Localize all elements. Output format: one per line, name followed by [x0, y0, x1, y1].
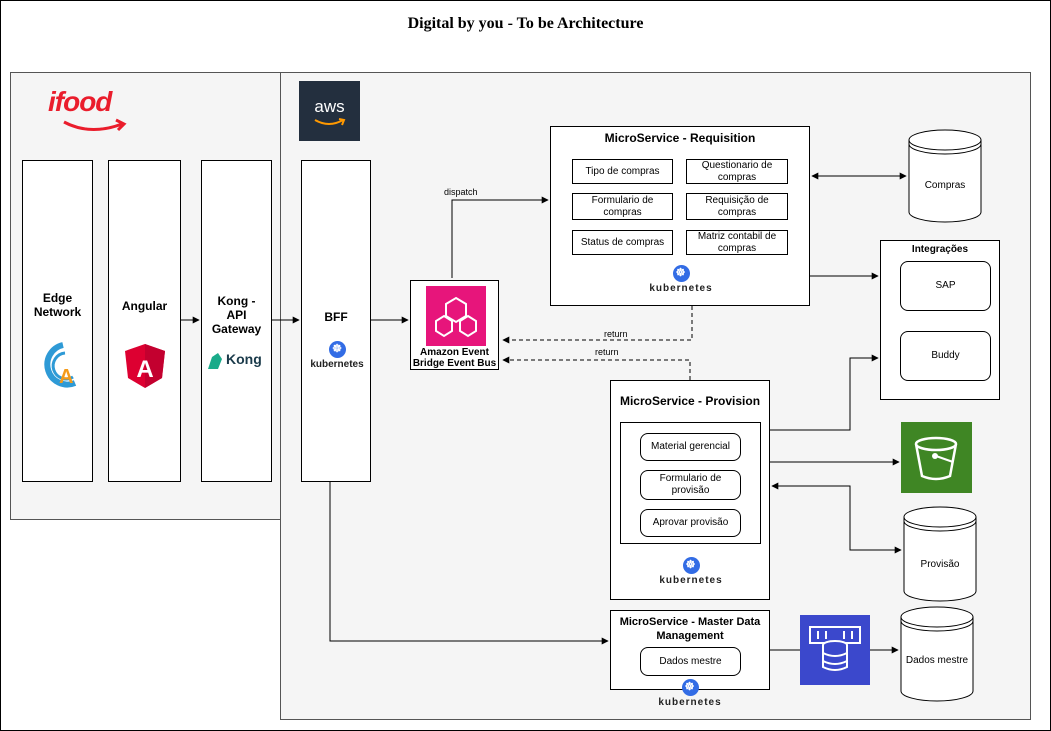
mdm-service: MicroService - Master Data Management Da… [610, 610, 770, 690]
provision-return-edge [502, 356, 691, 380]
requisition-kubernetes-badge: ☸ kubernetes [649, 265, 713, 294]
requisition-item: Requisição de compras [686, 193, 788, 220]
requisition-return-edge [502, 306, 693, 344]
integration-buddy: Buddy [900, 331, 991, 381]
provision-group: Material gerencial Formulario de provisã… [620, 422, 761, 544]
svg-text:A: A [59, 366, 73, 388]
kubernetes-icon: ☸ [681, 679, 699, 696]
requisition-item: Questionario de compras [686, 159, 788, 184]
mdm-item: Dados mestre [640, 647, 741, 676]
s3-bucket-icon [901, 422, 972, 493]
ifood-swoosh-icon [63, 118, 127, 132]
svg-text:A: A [136, 356, 153, 383]
mdm-kubernetes-badge: ☸ kubernetes [658, 679, 722, 708]
aws-smile-icon [314, 118, 346, 126]
eventbridge-icon [426, 286, 486, 346]
dispatch-label: dispatch [444, 187, 478, 197]
requisition-item: Status de compras [572, 230, 673, 255]
integration-sap: SAP [900, 261, 991, 311]
return-label-provision: return [595, 347, 619, 357]
kong-wordmark: Kong [226, 351, 262, 367]
dispatch-edge [451, 196, 549, 278]
ifood-logo: ifood [48, 86, 112, 117]
event-bus-label: Amazon Event Bridge Event Bus [412, 347, 497, 369]
bff-column: BFF ☸ kubernetes [301, 160, 371, 482]
kong-gateway-column: Kong - API Gateway Kong [201, 160, 272, 482]
angular-column: Angular A [108, 160, 181, 482]
provisao-database-label: Provisão [920, 559, 960, 570]
provision-item: Formulario de provisão [640, 470, 741, 500]
requisition-item: Tipo de compras [572, 159, 673, 184]
requisition-service: MicroService - Requisition Tipo de compr… [550, 126, 810, 306]
angular-icon: A [125, 344, 165, 388]
kubernetes-icon: ☸ [682, 557, 700, 574]
rds-database-icon [800, 615, 870, 685]
diagram-title: Digital by you - To be Architecture [407, 15, 644, 32]
kubernetes-icon: ☸ [672, 265, 690, 282]
dados-mestre-database [900, 606, 974, 702]
kong-icon [208, 353, 222, 369]
kubernetes-icon: ☸ [328, 341, 346, 358]
bff-to-mdm-edge [329, 482, 609, 645]
compras-database [908, 129, 982, 223]
provision-item: Material gerencial [640, 433, 741, 461]
return-label-requisition: return [604, 329, 628, 339]
provision-database-edge [771, 482, 902, 554]
provision-service: MicroService - Provision Material gerenc… [610, 380, 770, 600]
provision-integrations-edge [770, 354, 879, 431]
provision-kubernetes-badge: ☸ kubernetes [659, 557, 723, 586]
event-bus-box: Amazon Event Bridge Event Bus [410, 280, 499, 370]
dados-mestre-database-label: Dados mestre [905, 655, 969, 666]
akamai-edge-icon: A [44, 342, 77, 388]
provision-item: Aprovar provisão [640, 509, 741, 537]
requisition-item: Formulario de compras [572, 193, 673, 220]
requisition-item: Matriz contabil de compras [686, 230, 788, 255]
provisao-database [903, 506, 977, 602]
compras-database-label: Compras [924, 180, 966, 191]
bff-kubernetes-badge: ☸ kubernetes [310, 341, 364, 370]
edge-network-column: Edge Network A [22, 160, 93, 482]
integrations-box: Integrações SAP Buddy [880, 240, 1000, 400]
aws-logo: aws [299, 81, 360, 141]
